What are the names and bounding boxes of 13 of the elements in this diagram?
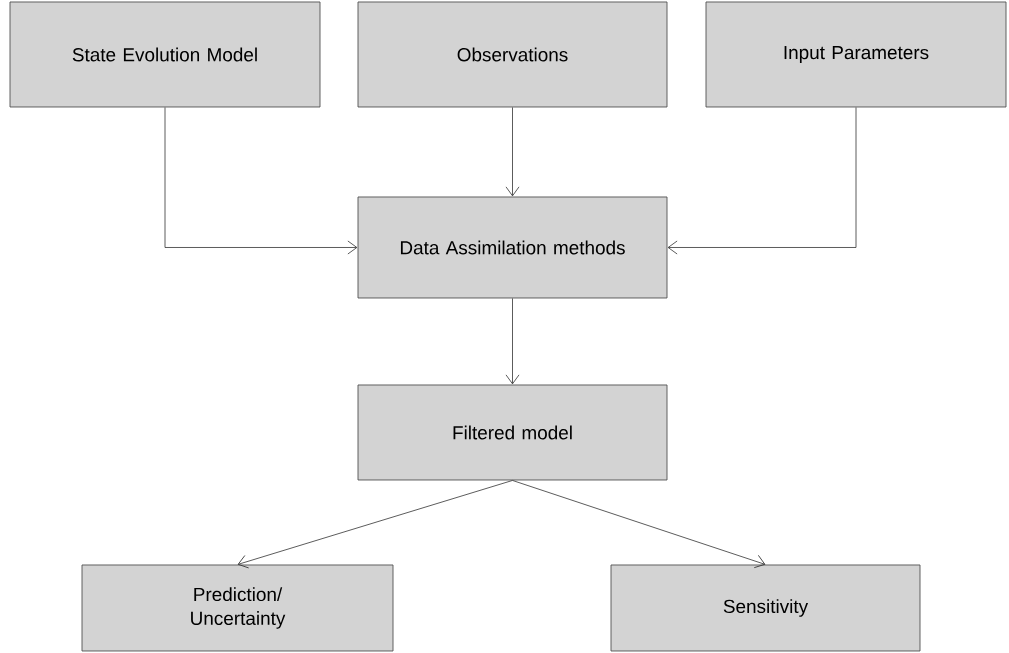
arrow — [505, 107, 520, 197]
arrow — [505, 298, 520, 385]
process-box: Observations — [357, 1, 668, 108]
process-box: Prediction/ Uncertainty — [81, 564, 394, 652]
arrow — [237, 480, 513, 569]
process-box: State Evolution Model — [9, 1, 321, 108]
process-box: Filtered model — [357, 384, 668, 481]
process-box: Input Parameters — [705, 1, 1007, 108]
process-box: Sensitivity — [610, 564, 921, 652]
arrow — [667, 107, 857, 255]
arrow — [512, 480, 766, 569]
process-box: Data Assimilation methods — [357, 196, 668, 299]
arrow — [164, 107, 358, 255]
